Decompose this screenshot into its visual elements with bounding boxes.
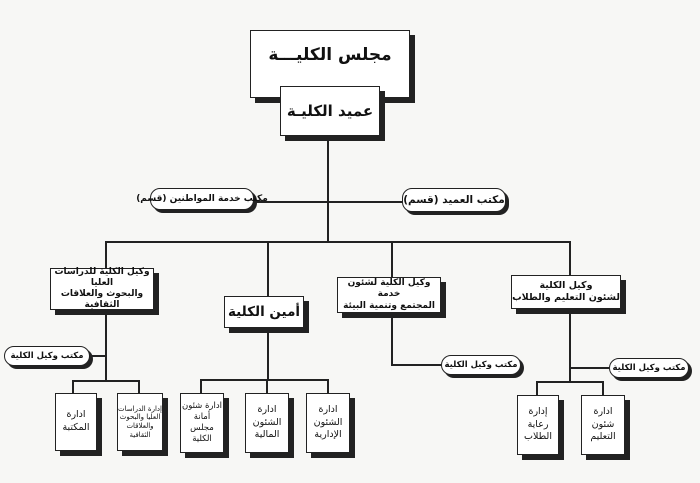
citizen-service-office-pill: مكتب خدمة المواطنين (قسم) [136, 188, 268, 210]
student-care-dept-line-2: رعاية [527, 418, 549, 430]
connector-comm-down [391, 313, 393, 365]
connector-main-h [105, 241, 570, 243]
connector-sec-admin [327, 379, 329, 393]
connector-edu-office [569, 367, 609, 369]
financial-dept-box: ادارة الشئون المالية [245, 393, 289, 453]
administrative-dept-line-2: الشئون [313, 416, 343, 428]
council-secretariat-dept-line-3: مجلس [190, 423, 214, 433]
connector-comm-office [391, 364, 441, 366]
connector-grad-office [90, 355, 106, 357]
council-secretariat-dept-line-2: أمانة [193, 411, 211, 422]
education-affairs-dept-line-2: شئون [591, 418, 615, 430]
vice-education-office-pill: مكتب وكيل الكلية [609, 358, 689, 378]
grad-studies-dept-line-2: العليا والبحوث [119, 413, 161, 422]
grad-studies-dept-box: إدارة الدراسات العليا والبحوث والعلاقات … [117, 393, 163, 451]
connector-grad-studies [138, 380, 140, 393]
vice-education-line-1: وكيل الكلية [539, 280, 593, 292]
vice-grad-line-2: والبحوث والعلاقات الثقافية [60, 289, 144, 311]
connector-edu-affairs [602, 381, 604, 395]
vice-grad-office-label: مكتب وكيل الكلية [10, 351, 84, 361]
education-affairs-dept-line-3: التعليم [590, 431, 616, 443]
council-secretariat-dept-box: ادارة شئون أمانة مجلس الكلية [180, 393, 224, 453]
connector-sec-council [200, 379, 202, 393]
administrative-dept-box: ادارة الشئون الإدارية [306, 393, 350, 453]
vice-education-office-label: مكتب وكيل الكلية [612, 363, 686, 373]
connector-grad-library [72, 380, 74, 393]
financial-dept-line-2: الشئون [252, 416, 282, 428]
connector-v-grad [105, 241, 107, 268]
student-care-dept-line-3: الطلاب [524, 431, 552, 443]
college-council-label: مجلس الكليـــة [268, 45, 392, 65]
administrative-dept-line-3: الإدارية [314, 429, 342, 441]
vice-community-line-2: المجتمع وتنمية البيئة [343, 300, 435, 311]
citizen-service-office-label: مكتب خدمة المواطنين (قسم) [136, 194, 268, 204]
grad-studies-dept-line-1: إدارة الدراسات [118, 404, 162, 413]
connector-grad-h [72, 380, 139, 382]
library-dept-box: ادارة المكتبة [55, 393, 97, 451]
vice-community-office-label: مكتب وكيل الكلية [444, 360, 518, 370]
vice-education-line-2: لشئون التعليم والطلاب [512, 292, 620, 303]
connector-sec-fin [266, 379, 268, 393]
education-affairs-dept-line-1: ادارة [593, 405, 613, 417]
dean-box: عميد الكليـة [280, 86, 380, 136]
connector-v-education [569, 241, 571, 275]
student-care-dept-box: إدارة رعاية الطلاب [517, 395, 559, 455]
vice-grad-office-pill: مكتب وكيل الكلية [4, 346, 90, 366]
dean-label: عميد الكليـة [286, 101, 374, 120]
connector-sec-h [200, 379, 328, 381]
connector-edu-care [536, 381, 538, 395]
library-dept-line-1: ادارة [66, 409, 86, 421]
financial-dept-line-3: المالية [254, 429, 280, 441]
vice-grad-line-1: وكيل الكلية للدراسات العليا [54, 266, 150, 288]
grad-studies-dept-line-3: والعلاقات [126, 422, 154, 430]
student-care-dept-line-1: إدارة [528, 405, 548, 417]
college-secretary-label: أمين الكلية [227, 303, 301, 320]
council-secretariat-dept-line-4: الكلية [192, 434, 212, 445]
college-secretary-box: أمين الكلية [224, 296, 304, 328]
vice-community-line-1: وكيل الكلية لشئون خدمة [347, 278, 431, 300]
financial-dept-line-1: ادارة [257, 403, 277, 415]
dean-office-pill: مكتب العميد (قسم) [402, 188, 506, 212]
connector-v-community [391, 241, 393, 277]
connector-v-secretary [267, 241, 269, 296]
connector-grad-down [105, 310, 107, 381]
dean-office-label: مكتب العميد (قسم) [403, 194, 505, 206]
connector-dean-trunk [327, 140, 329, 242]
connector-edu-down [569, 309, 571, 382]
vice-community-office-pill: مكتب وكيل الكلية [441, 355, 521, 375]
administrative-dept-line-1: ادارة [318, 403, 338, 415]
education-affairs-dept-box: ادارة شئون التعليم [581, 395, 625, 455]
connector-edu-h [536, 381, 604, 383]
vice-education-box: وكيل الكلية لشئون التعليم والطلاب [511, 275, 621, 309]
vice-community-box: وكيل الكلية لشئون خدمة المجتمع وتنمية ال… [337, 277, 441, 313]
vice-grad-box: وكيل الكلية للدراسات العليا والبحوث والع… [50, 266, 154, 311]
library-dept-line-2: المكتبة [62, 422, 90, 433]
connector-offices-h [250, 201, 405, 203]
council-secretariat-dept-line-1: ادارة شئون [181, 400, 223, 411]
grad-studies-dept-line-4: الثقافية [129, 430, 151, 439]
connector-sec-down [267, 328, 269, 380]
